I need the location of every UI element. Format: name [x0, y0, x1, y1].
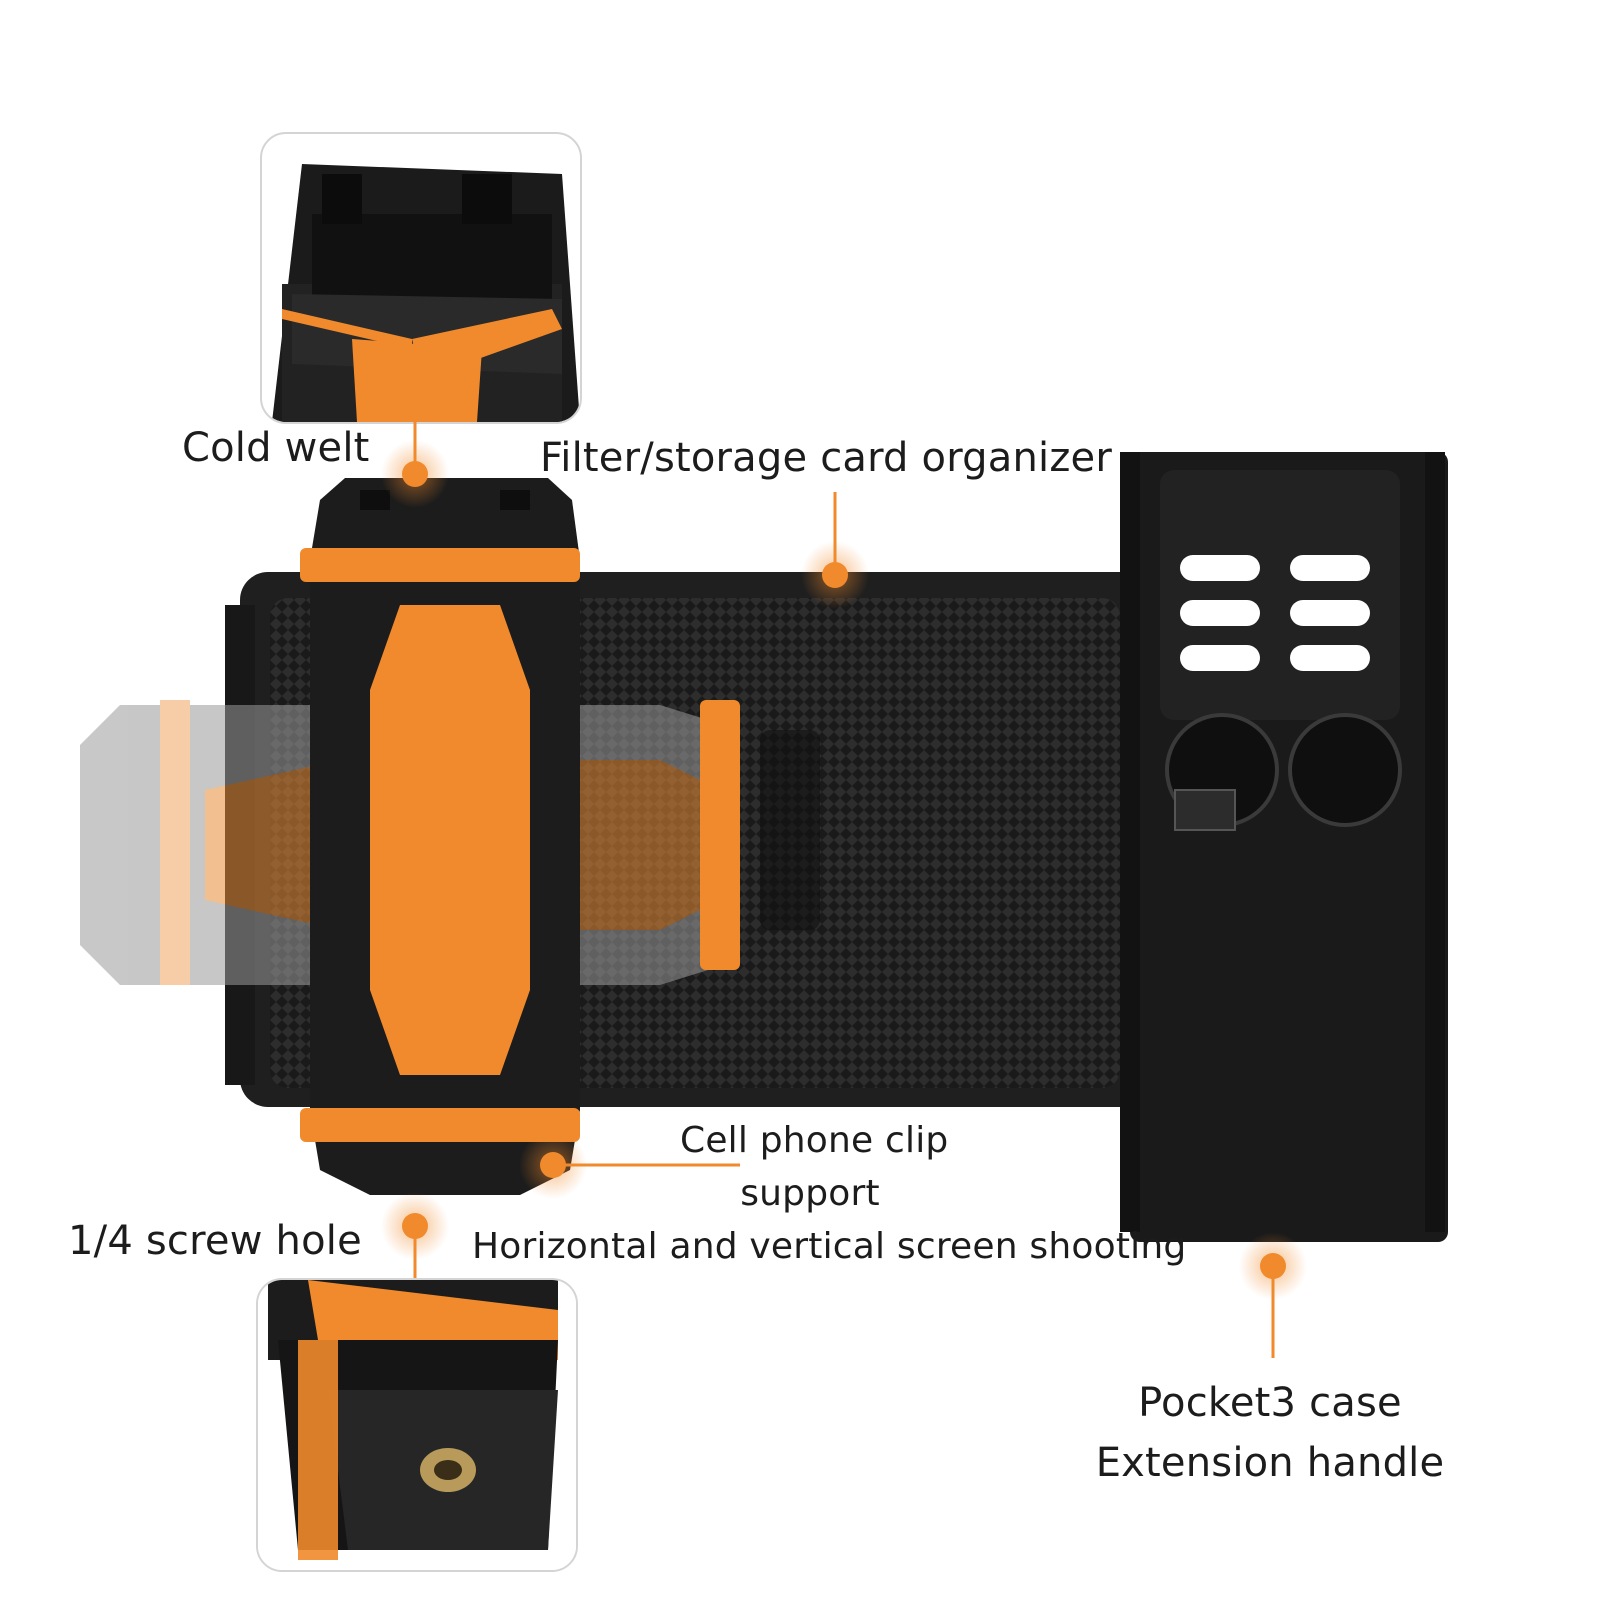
callout-markers	[381, 418, 1307, 1358]
label-phone-clip-line2: support	[740, 1173, 880, 1214]
screw-hole-inset	[256, 1278, 578, 1572]
label-cold-welt: Cold welt	[182, 425, 370, 471]
label-pocket3-line2: Extension handle	[1095, 1440, 1445, 1486]
screw-hole-closeup-image	[258, 1280, 576, 1570]
cold-shoe-inset	[260, 132, 582, 424]
label-pocket3-line1: Pocket3 case	[1138, 1380, 1402, 1426]
label-screw-hole: 1/4 screw hole	[68, 1218, 362, 1264]
label-filter-organizer: Filter/storage card organizer	[540, 435, 1112, 481]
cold-shoe-closeup-image	[272, 164, 580, 422]
label-phone-clip-line3: Horizontal and vertical screen shooting	[472, 1226, 1187, 1267]
phone-clip	[300, 478, 820, 1195]
label-phone-clip-line1: Cell phone clip	[680, 1120, 949, 1161]
pocket3-case	[1120, 452, 1448, 1242]
